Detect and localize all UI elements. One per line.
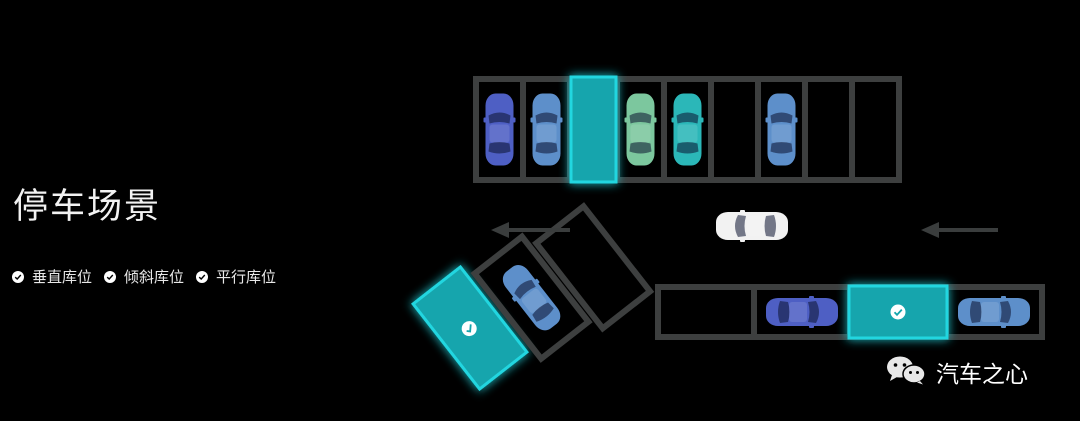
check-icon: [104, 270, 117, 283]
brand-watermark: 汽车之心: [884, 355, 1028, 389]
parked-car: [530, 93, 563, 166]
vertical-slot-row: [473, 75, 902, 184]
direction-arrow-icon: [491, 222, 570, 238]
check-icon: [196, 270, 209, 283]
option-parallel-slot: 平行库位: [196, 266, 276, 287]
page-title: 停车场景: [13, 187, 162, 227]
road-layer: [491, 210, 998, 242]
direction-arrow-icon: [921, 222, 998, 238]
option-label: 垂直库位: [32, 268, 93, 286]
option-label: 倾斜库位: [124, 268, 185, 286]
parked-car: [671, 93, 704, 166]
ego-car: [716, 210, 788, 242]
target-slot-vertical: [569, 75, 618, 184]
option-label: 平行库位: [216, 268, 277, 286]
parking-type-list: 垂直库位 倾斜库位 平行库位: [12, 266, 288, 287]
check-icon: [461, 321, 477, 337]
option-angled-slot: 倾斜库位: [104, 266, 184, 287]
angled-slot: [470, 232, 593, 363]
parking-slots-layer: [411, 75, 1045, 392]
angled-slot-row: [411, 202, 655, 392]
brand-name: 汽车之心: [936, 362, 1028, 388]
parallel-slot-row: [655, 284, 1045, 340]
parked-car: [958, 296, 1030, 328]
parked-car: [766, 296, 838, 328]
parked-car: [624, 93, 657, 166]
parked-car: [765, 93, 798, 166]
check-icon: [12, 270, 24, 283]
parked-car: [483, 93, 516, 166]
option-vertical-slot: 垂直库位: [12, 266, 92, 287]
angled-slot: [532, 202, 655, 333]
wechat-icon: [884, 355, 928, 389]
check-icon: [890, 304, 906, 320]
